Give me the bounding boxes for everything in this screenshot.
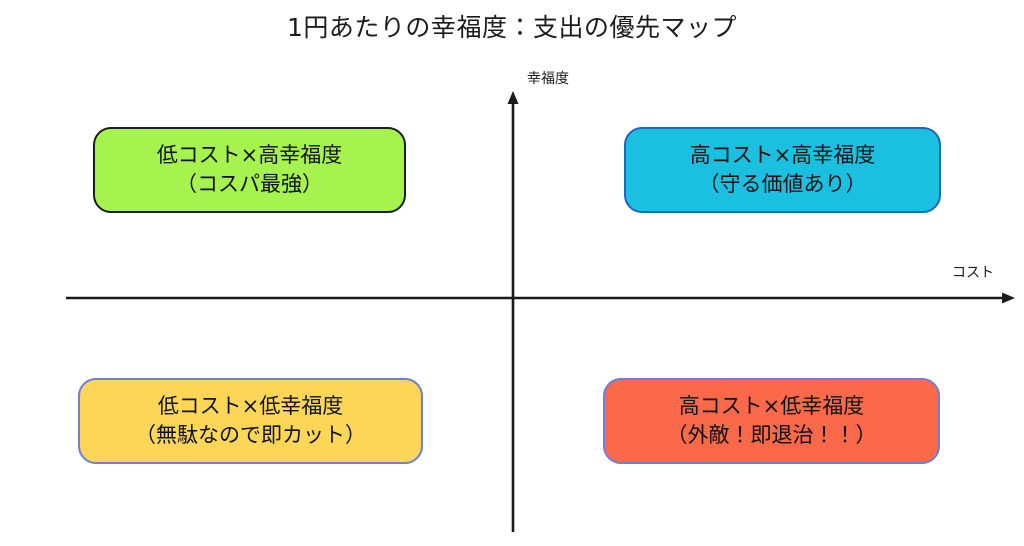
x-axis-arrowhead (1002, 292, 1015, 304)
quadrant-low-cost-low-happiness[interactable]: 低コスト×低幸福度 （無駄なので即カット） (78, 378, 423, 464)
quadrant-heading: 低コスト×高幸福度 (156, 143, 343, 168)
quadrant-heading: 低コスト×低幸福度 (157, 394, 344, 419)
x-axis-label: コスト (952, 265, 994, 281)
quadrant-subtitle: （守る価値あり） (698, 172, 867, 196)
y-axis-arrowhead (507, 91, 519, 104)
quadrant-low-cost-high-happiness[interactable]: 低コスト×高幸福度 （コスパ最強） (93, 127, 406, 213)
y-axis-label: 幸福度 (527, 71, 569, 87)
page-title: 1円あたりの幸福度：支出の優先マップ (287, 13, 737, 42)
quadrant-subtitle: （コスパ最強） (176, 172, 323, 196)
quadrant-heading: 高コスト×高幸福度 (689, 143, 876, 168)
quadrant-subtitle: （無駄なので即カット） (135, 423, 366, 447)
quadrant-subtitle: （外敵！即退治！！） (666, 423, 877, 447)
quadrant-high-cost-high-happiness[interactable]: 高コスト×高幸福度 （守る価値あり） (624, 127, 941, 213)
quadrant-high-cost-low-happiness[interactable]: 高コスト×低幸福度 （外敵！即退治！！） (603, 378, 940, 464)
quadrant-heading: 高コスト×低幸福度 (678, 394, 865, 419)
